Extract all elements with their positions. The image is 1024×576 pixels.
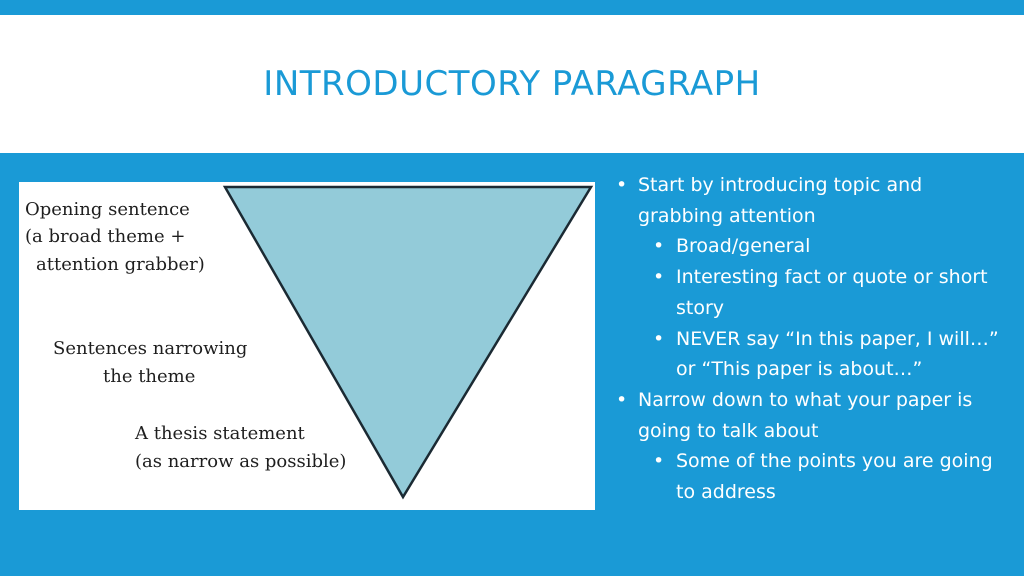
title-band (0, 15, 1024, 153)
label-the-theme: the theme (103, 366, 196, 387)
label-sentences-narrowing: Sentences narrowing (53, 338, 248, 359)
sub-bullet-never-say: NEVER say “In this paper, I will…” or “T… (651, 324, 1004, 385)
bullet-text: Start by introducing topic and grabbing … (638, 174, 923, 227)
label-as-narrow-as-possible: (as narrow as possible) (135, 451, 347, 472)
label-attention-grabber: attention grabber) (36, 254, 205, 275)
bullet-item-narrow-down: Narrow down to what your paper is going … (614, 385, 1004, 508)
bullet-text: Narrow down to what your paper is going … (638, 388, 973, 442)
sub-bullet-interesting-fact: Interesting fact or quote or short story (651, 262, 1004, 323)
inverted-triangle-diagram (222, 185, 594, 500)
bullet-item-start: Start by introducing topic and grabbing … (614, 170, 1004, 385)
bullet-list: Start by introducing topic and grabbing … (614, 170, 1004, 508)
funnel-figure: Opening sentence (a broad theme + attent… (19, 182, 595, 510)
label-broad-theme: (a broad theme + (25, 226, 186, 247)
sub-bullet-points: Some of the points you are going to addr… (651, 446, 1004, 507)
label-opening-sentence: Opening sentence (25, 199, 190, 220)
inverted-triangle (222, 185, 594, 500)
slide-title: INTRODUCTORY PARAGRAPH (263, 64, 761, 104)
label-thesis-statement: A thesis statement (135, 423, 305, 444)
sub-bullet-broad: Broad/general (651, 231, 1004, 262)
